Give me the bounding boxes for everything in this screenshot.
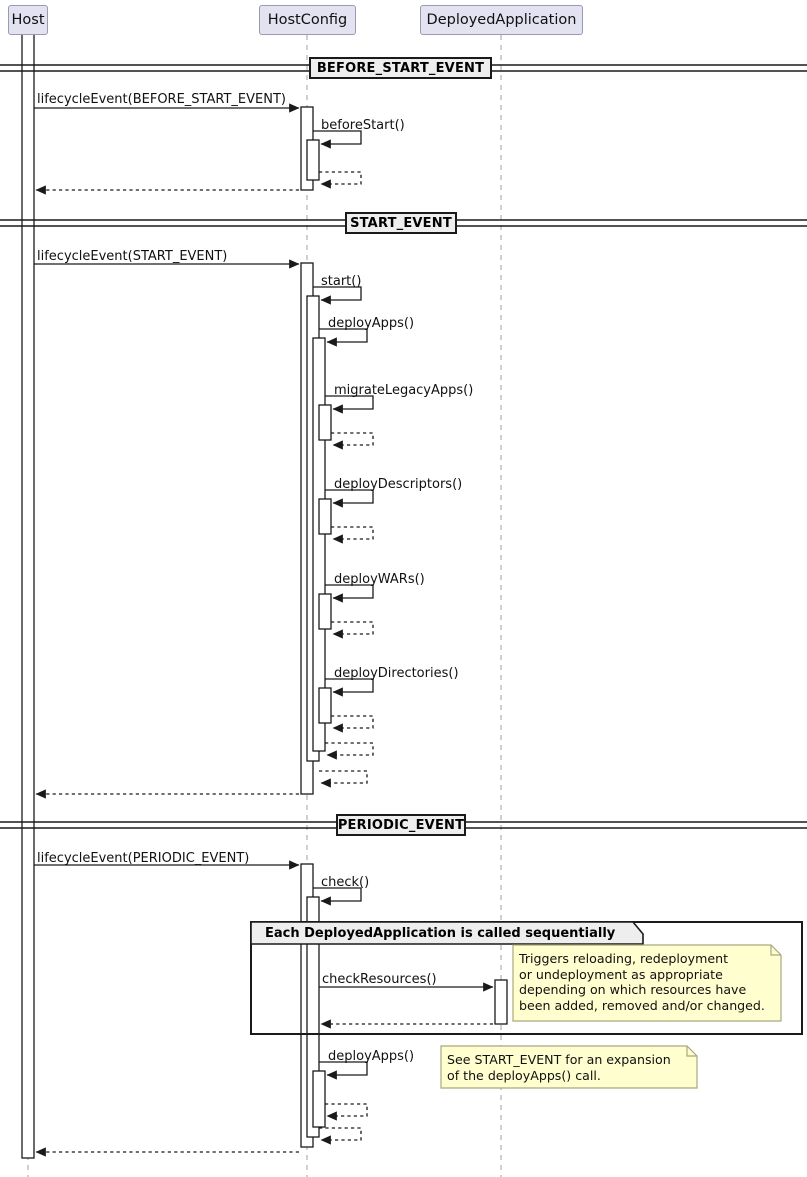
- label-deploywars: deployWARs(): [334, 572, 425, 587]
- label-periodic-deployapps: deployApps(): [328, 1049, 415, 1064]
- arrow-deploywars-return: [331, 621, 374, 639]
- divider-periodic-event-label: PERIODIC_EVENT: [337, 817, 465, 833]
- notes: [440, 944, 782, 1089]
- divider-rules: [0, 64, 807, 829]
- arrow-deployapps-return: [325, 742, 374, 760]
- label-lifecycle-before-start: lifecycleEvent(BEFORE_START_EVENT): [37, 92, 286, 107]
- message-arrows: [34, 103, 494, 1157]
- arrow-before-start-self-return: [319, 171, 362, 189]
- arrow-start-self: [313, 286, 362, 305]
- activation-host: [21, 33, 35, 1159]
- participant-deployedapplication-label: DeployedApplication: [426, 12, 577, 28]
- activation-hostconfig-migratelegacy: [318, 404, 332, 441]
- divider-before-start-event: BEFORE_START_EVENT: [309, 57, 492, 79]
- arrow-migratelegacyapps-return: [331, 432, 374, 450]
- participant-hostconfig[interactable]: HostConfig: [259, 5, 356, 35]
- divider-periodic-event: PERIODIC_EVENT: [336, 814, 466, 836]
- note-checkresources-text: Triggers reloading, redeployment or unde…: [519, 951, 765, 1013]
- participant-host[interactable]: Host: [8, 5, 48, 35]
- divider-start-event-label: START_EVENT: [350, 215, 452, 231]
- divider-start-event: START_EVENT: [345, 212, 457, 234]
- participant-host-label: Host: [11, 12, 45, 28]
- participant-deployedapplication[interactable]: DeployedApplication: [420, 5, 583, 35]
- arrow-before-start-self: [313, 130, 362, 149]
- activation-hostconfig-beforestart-self: [306, 139, 320, 181]
- label-start: start(): [321, 274, 362, 289]
- arrow-deploydirectories-self: [325, 678, 374, 697]
- label-before-start: beforeStart(): [321, 118, 405, 133]
- lifelines: [27, 35, 502, 1177]
- note-checkresources-fold: [770, 945, 781, 956]
- arrow-periodic-deployapps-return: [325, 1103, 368, 1121]
- arrow-periodic-deployapps-self: [319, 1061, 368, 1080]
- activation-hostconfig-deploydescriptors: [318, 498, 332, 535]
- arrow-migratelegacyapps-self: [325, 395, 374, 414]
- arrow-deploydescriptors-return: [331, 526, 374, 544]
- arrow-periodic-check-return: [319, 1127, 362, 1145]
- group-header-tab: [250, 921, 644, 945]
- divider-before-start-event-label: BEFORE_START_EVENT: [316, 60, 485, 76]
- participant-hostconfig-label: HostConfig: [267, 12, 348, 28]
- arrow-deploywars-self: [325, 584, 374, 603]
- activation-bars: [21, 33, 508, 1159]
- label-deploydescriptors: deployDescriptors(): [334, 477, 463, 492]
- note-deployapps-fold: [686, 1046, 697, 1057]
- arrow-check-self: [313, 887, 362, 906]
- label-checkresources: checkResources(): [322, 972, 437, 987]
- note-deployapps-text: See START_EVENT for an expansion of the …: [447, 1052, 671, 1083]
- group-label-sequential: Each DeployedApplication is called seque…: [265, 926, 616, 941]
- label-deployapps: deployApps(): [328, 316, 415, 331]
- label-lifecycle-periodic: lifecycleEvent(PERIODIC_EVENT): [37, 851, 250, 866]
- label-deploydirectories: deployDirectories(): [334, 666, 459, 681]
- arrow-deploydirectories-return: [331, 715, 374, 733]
- arrow-deploydescriptors-self: [325, 489, 374, 508]
- group-frame-sequential: [250, 921, 803, 1035]
- arrow-deployapps-self: [319, 328, 368, 347]
- note-checkresources-shape: [512, 944, 782, 1022]
- activation-hostconfig-start-l3: [312, 337, 326, 752]
- activation-hostconfig-deploywars: [318, 593, 332, 630]
- label-migratelegacyapps: migrateLegacyApps(): [334, 383, 474, 398]
- arrow-start-self-return: [319, 770, 368, 788]
- activation-hostconfig-periodic-l3: [312, 1070, 326, 1128]
- note-deployapps-shape: [440, 1045, 698, 1089]
- activation-hostconfig-deploydirectories: [318, 687, 332, 724]
- label-lifecycle-start: lifecycleEvent(START_EVENT): [37, 249, 228, 264]
- label-check: check(): [321, 875, 370, 890]
- activation-deployedapp-checkresources: [494, 979, 508, 1025]
